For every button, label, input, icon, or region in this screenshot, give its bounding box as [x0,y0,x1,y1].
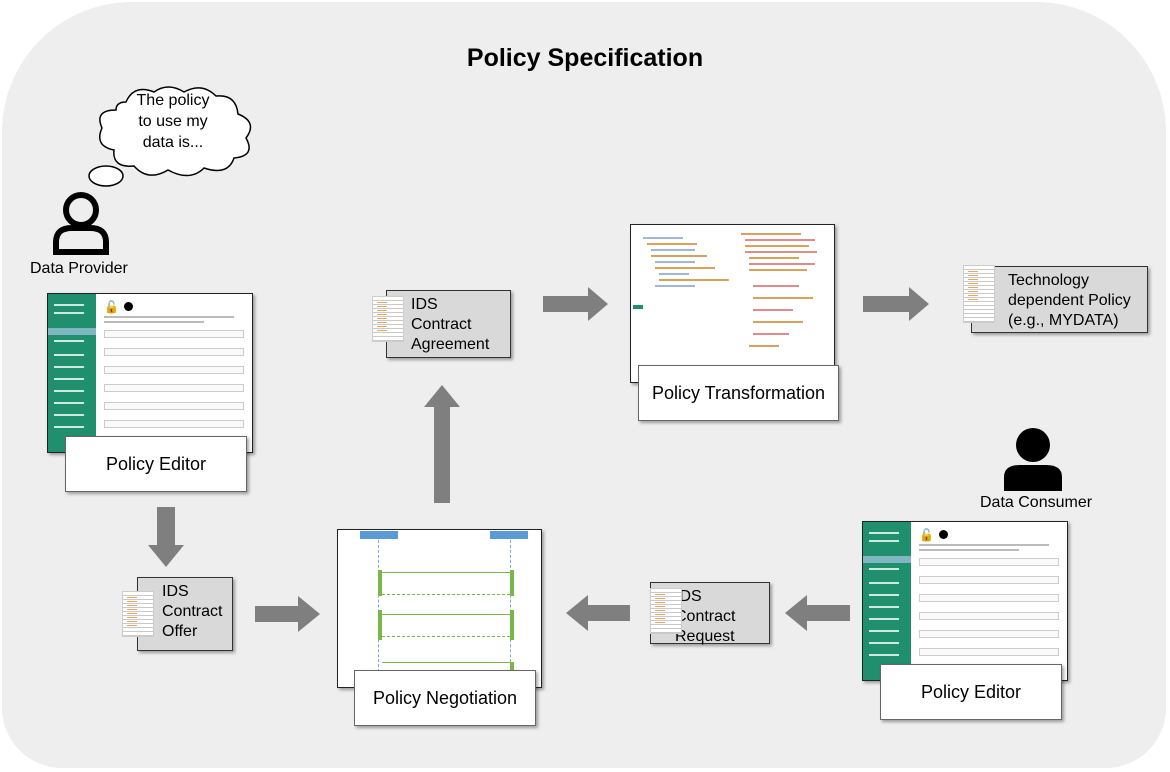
arrow-icon [424,385,460,503]
contract-offer-box: IDS Contract Offer [137,577,233,651]
policy-negotiation-label: Policy Negotiation [354,670,536,726]
policy-transformation-screenshot [630,224,835,383]
contract-agreement-label: IDS Contract Agreement [411,296,490,353]
thought-text: The policy to use my data is... [136,92,210,151]
clock-icon [939,530,948,539]
policy-transformation-label: Policy Transformation [638,365,839,421]
arrow-icon [255,596,320,632]
arrow-icon [566,595,630,631]
document-icon [650,588,682,634]
lock-icon: 🔓 [104,300,119,314]
data-consumer-label: Data Consumer [980,494,1093,511]
policy-editor-top-label: Policy Editor [65,436,247,492]
editor-sidebar [863,522,911,680]
policy-editor-screenshot: 🔓 [47,293,253,453]
thought-bubble-icon [88,86,252,187]
arrow-icon [148,507,184,567]
person-icon [1004,428,1062,491]
contract-request-label: IDS Contract Request [675,588,736,645]
lock-icon: 🔓 [919,528,934,542]
technology-policy-label: Technology dependent Policy (e.g., MYDAT… [1008,272,1131,329]
document-icon [372,296,404,342]
policy-editor-screenshot: 🔓 [862,521,1068,681]
data-provider-label: Data Provider [30,260,128,277]
clock-icon [124,302,133,311]
technology-policy-box: Technology dependent Policy (e.g., MYDAT… [971,266,1148,333]
contract-offer-label: IDS Contract Offer [162,583,223,640]
contract-agreement-box: IDS Contract Agreement [386,290,511,358]
document-icon [963,265,995,323]
policy-editor-bottom-label: Policy Editor [880,664,1062,720]
arrow-icon [785,595,850,631]
editor-sidebar [48,294,96,452]
diagram-title: Policy Specification [466,44,704,72]
arrow-icon [863,287,929,321]
arrow-icon [543,287,608,321]
document-icon [122,591,154,637]
person-icon [53,192,109,255]
